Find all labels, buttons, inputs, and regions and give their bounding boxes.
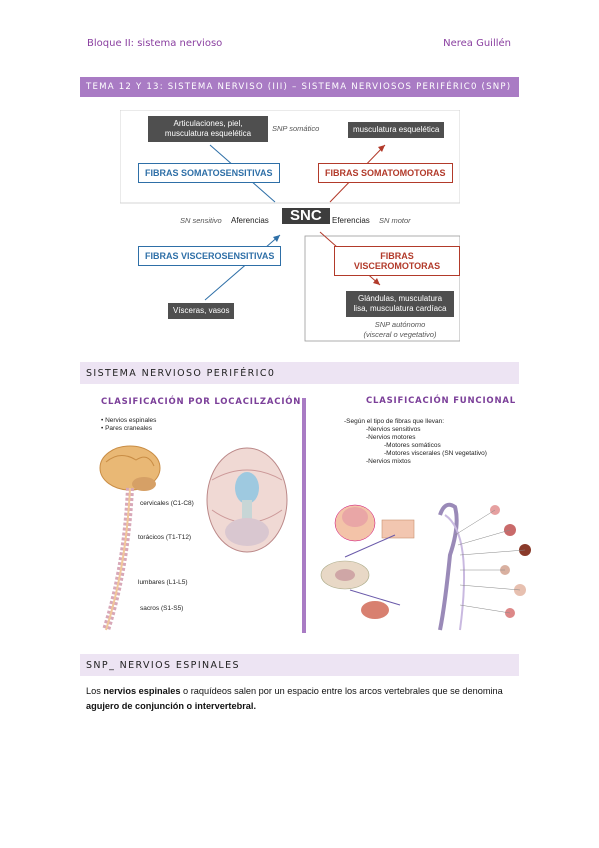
label-snp-autonomo: SNP autónomo (visceral o vegetativo) <box>360 320 440 340</box>
box-glandulas-line2: lisa, musculatura cardíaca <box>353 304 447 313</box>
box-musculatura-esqueletica: musculatura esquelética <box>348 122 445 138</box>
functional-line-3: -Motores somáticos <box>384 442 441 449</box>
title-band-text: TEMA 12 Y 13: SISTEMA NERVISO (III) – SI… <box>86 82 512 92</box>
section-title-nervios-espinales: SNP_ NERVIOS ESPINALES <box>86 660 240 671</box>
box-glandulas-line1: Glándulas, musculatura <box>357 294 443 303</box>
box-articulaciones: Articulaciones, piel, musculatura esquel… <box>148 116 268 142</box>
box-articulaciones-line2: musculatura esquelética <box>164 129 252 138</box>
box-glandulas: Glándulas, musculatura lisa, musculatura… <box>346 291 454 317</box>
box-fibras-somatomotoras: FIBRAS SOMATOMOTORAS <box>318 163 453 183</box>
header-left: Bloque II: sistema nervioso <box>87 38 223 49</box>
nervous-system-illustration <box>99 445 288 632</box>
label-snp-autonomo-line2: (visceral o vegetativo) <box>363 330 437 339</box>
section-band-nervios-espinales: SNP_ NERVIOS ESPINALES <box>80 654 519 676</box>
spine-label-lumbares: lumbares (L1-L5) <box>138 579 188 586</box>
title-band: TEMA 12 Y 13: SISTEMA NERVISO (III) – SI… <box>80 77 519 97</box>
para-bold-2: agujero de conjunción o intervertebral. <box>86 701 257 711</box>
bullet-pares-craneales: • Pares craneales <box>101 425 153 432</box>
box-visceras-vasos: Vísceras, vasos <box>168 303 235 319</box>
spine-label-toracicos: torácicos (T1-T12) <box>138 534 192 541</box>
column-divider <box>302 398 306 633</box>
box-fibras-somatosensitivas: FIBRAS SOMATOSENSITIVAS <box>138 163 280 183</box>
functional-illustration <box>320 502 531 631</box>
label-aferencias: Aferencias <box>231 216 269 225</box>
box-fibras-viscerosensitivas: FIBRAS VISCEROSENSITIVAS <box>138 246 282 266</box>
para-text-2: o raquídeos salen por un espacio entre l… <box>180 686 503 696</box>
label-sn-sensitivo: SN sensitivo <box>180 216 222 225</box>
box-snc: SNC <box>282 208 330 224</box>
title-clasificacion-funcional: CLASIFICACIÓN FUNCIONAL <box>366 396 516 406</box>
functional-line-0: -Según el tipo de fibras que llevan: <box>344 418 445 425</box>
paragraph-nervios-espinales: Los nervios espinales o raquídeos salen … <box>86 684 516 714</box>
section-band-snp: SISTEMA NERVIOSO PERIFÉRIC0 <box>80 362 519 384</box>
spine-label-cervicales: cervicales (C1-C8) <box>140 500 194 507</box>
bullet-nervios-espinales: • Nervios espinales <box>101 417 157 424</box>
functional-line-5: -Nervios mixtos <box>366 458 411 465</box>
left-bullets: • Nervios espinales • Pares craneales <box>101 417 156 433</box>
section-title-snp: SISTEMA NERVIOSO PERIFÉRIC0 <box>86 368 276 379</box>
box-articulaciones-line1: Articulaciones, piel, <box>173 119 243 128</box>
snp-diagram: Articulaciones, piel, musculatura esquel… <box>120 110 460 345</box>
diagram-lines <box>120 110 460 342</box>
functional-line-2: -Nervios motores <box>366 434 416 441</box>
para-bold-1: nervios espinales <box>103 686 181 696</box>
functional-line-1: -Nervios sensitivos <box>366 426 421 433</box>
box-fibras-visceromotoras: FIBRAS VISCEROMOTORAS <box>334 246 460 276</box>
label-snp-somatico: SNP somático <box>272 124 320 133</box>
title-clasificacion-localizacion: CLASIFICACIÓN POR LOCACILZACIÓN <box>101 397 302 407</box>
spine-label-sacros: sacros (S1-S5) <box>140 605 184 612</box>
label-sn-motor: SN motor <box>379 216 411 225</box>
label-eferencias: Eferencias <box>332 216 370 225</box>
header-right: Nerea Guillén <box>443 38 511 49</box>
label-snp-autonomo-line1: SNP autónomo <box>374 320 426 329</box>
para-text-1: Los <box>86 686 104 696</box>
functional-line-4: -Motores viscerales (SN vegetativo) <box>384 450 487 457</box>
functional-list: -Según el tipo de fibras que llevan: -Ne… <box>344 418 487 466</box>
